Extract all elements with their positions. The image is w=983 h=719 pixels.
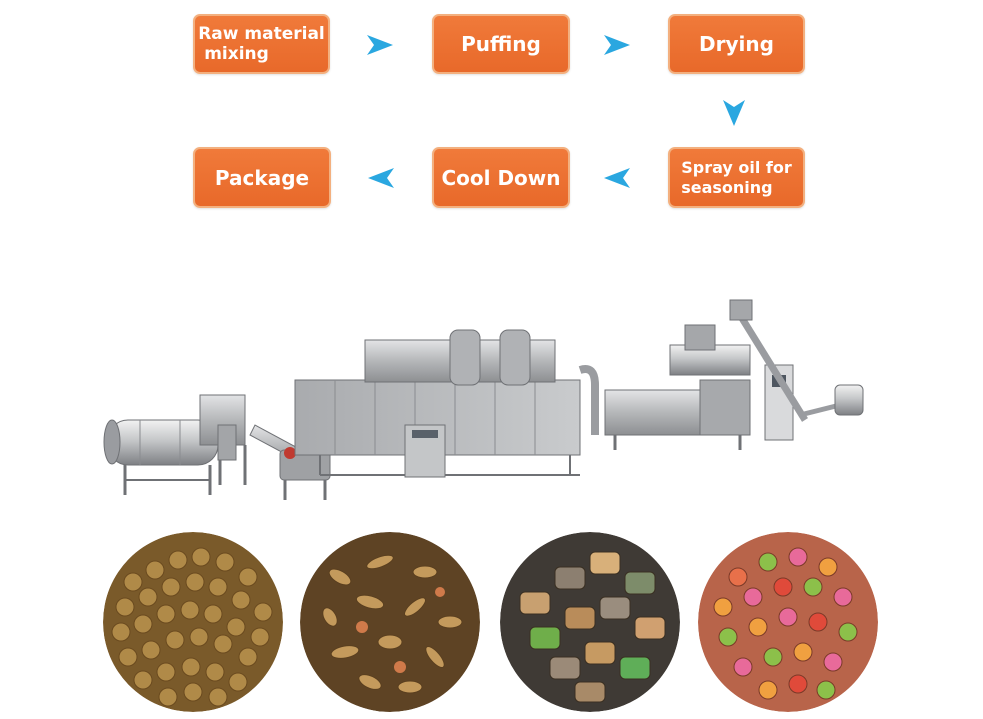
step-label: Puffing xyxy=(461,32,541,56)
step-label: mixing xyxy=(204,44,269,64)
step-label: Spray oil for xyxy=(681,158,792,178)
seasoning-drum xyxy=(103,394,247,495)
arrow-left-icon xyxy=(368,168,394,188)
production-line-illustration xyxy=(103,299,864,500)
conveyor xyxy=(249,424,331,500)
step-label: Drying xyxy=(699,32,774,56)
step-label: Cool Down xyxy=(441,165,561,190)
step-drying: Drying xyxy=(668,14,805,74)
kibble-sample-filled-pillow xyxy=(500,532,680,712)
kibble-sample-multicolor xyxy=(698,532,878,712)
arrow-right-icon xyxy=(604,35,630,55)
step-spray-oil-seasoning: Spray oil for seasoning xyxy=(668,147,805,208)
step-label: seasoning xyxy=(681,177,773,197)
kibble-sample-brown-round xyxy=(103,532,283,712)
kibble-sample-mixed xyxy=(300,532,480,712)
dryer xyxy=(294,329,581,478)
step-raw-material-mixing: Raw material mixing xyxy=(193,14,330,74)
extruder xyxy=(578,299,864,450)
arrow-right-icon xyxy=(367,35,393,55)
step-label: Raw material xyxy=(198,23,325,44)
step-label: Package xyxy=(214,165,310,190)
arrow-down-icon xyxy=(723,100,745,126)
step-cool-down: Cool Down xyxy=(432,147,570,208)
step-puffing: Puffing xyxy=(432,14,570,74)
step-package: Package xyxy=(193,147,331,208)
arrow-left-icon xyxy=(604,168,630,188)
